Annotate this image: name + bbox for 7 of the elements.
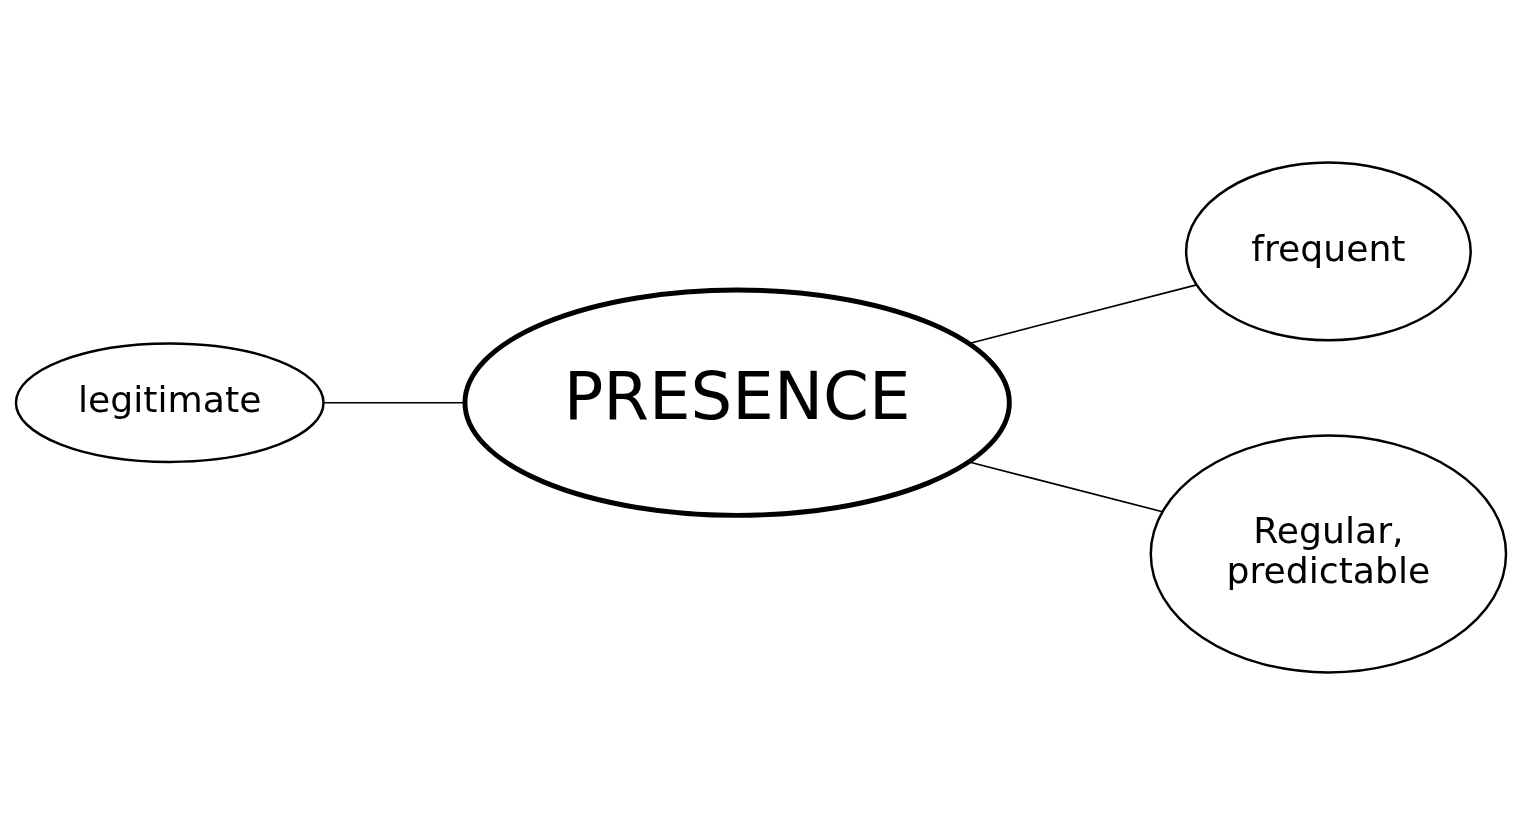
node-ellipse: Regular, predictable [1149, 434, 1508, 674]
connector [968, 461, 1164, 513]
node-ellipse: PRESENCE [462, 287, 1012, 518]
connector [323, 401, 466, 404]
node-ellipse: frequent [1184, 161, 1472, 342]
node-ellipse: legitimate [14, 342, 325, 464]
connector [968, 284, 1198, 345]
